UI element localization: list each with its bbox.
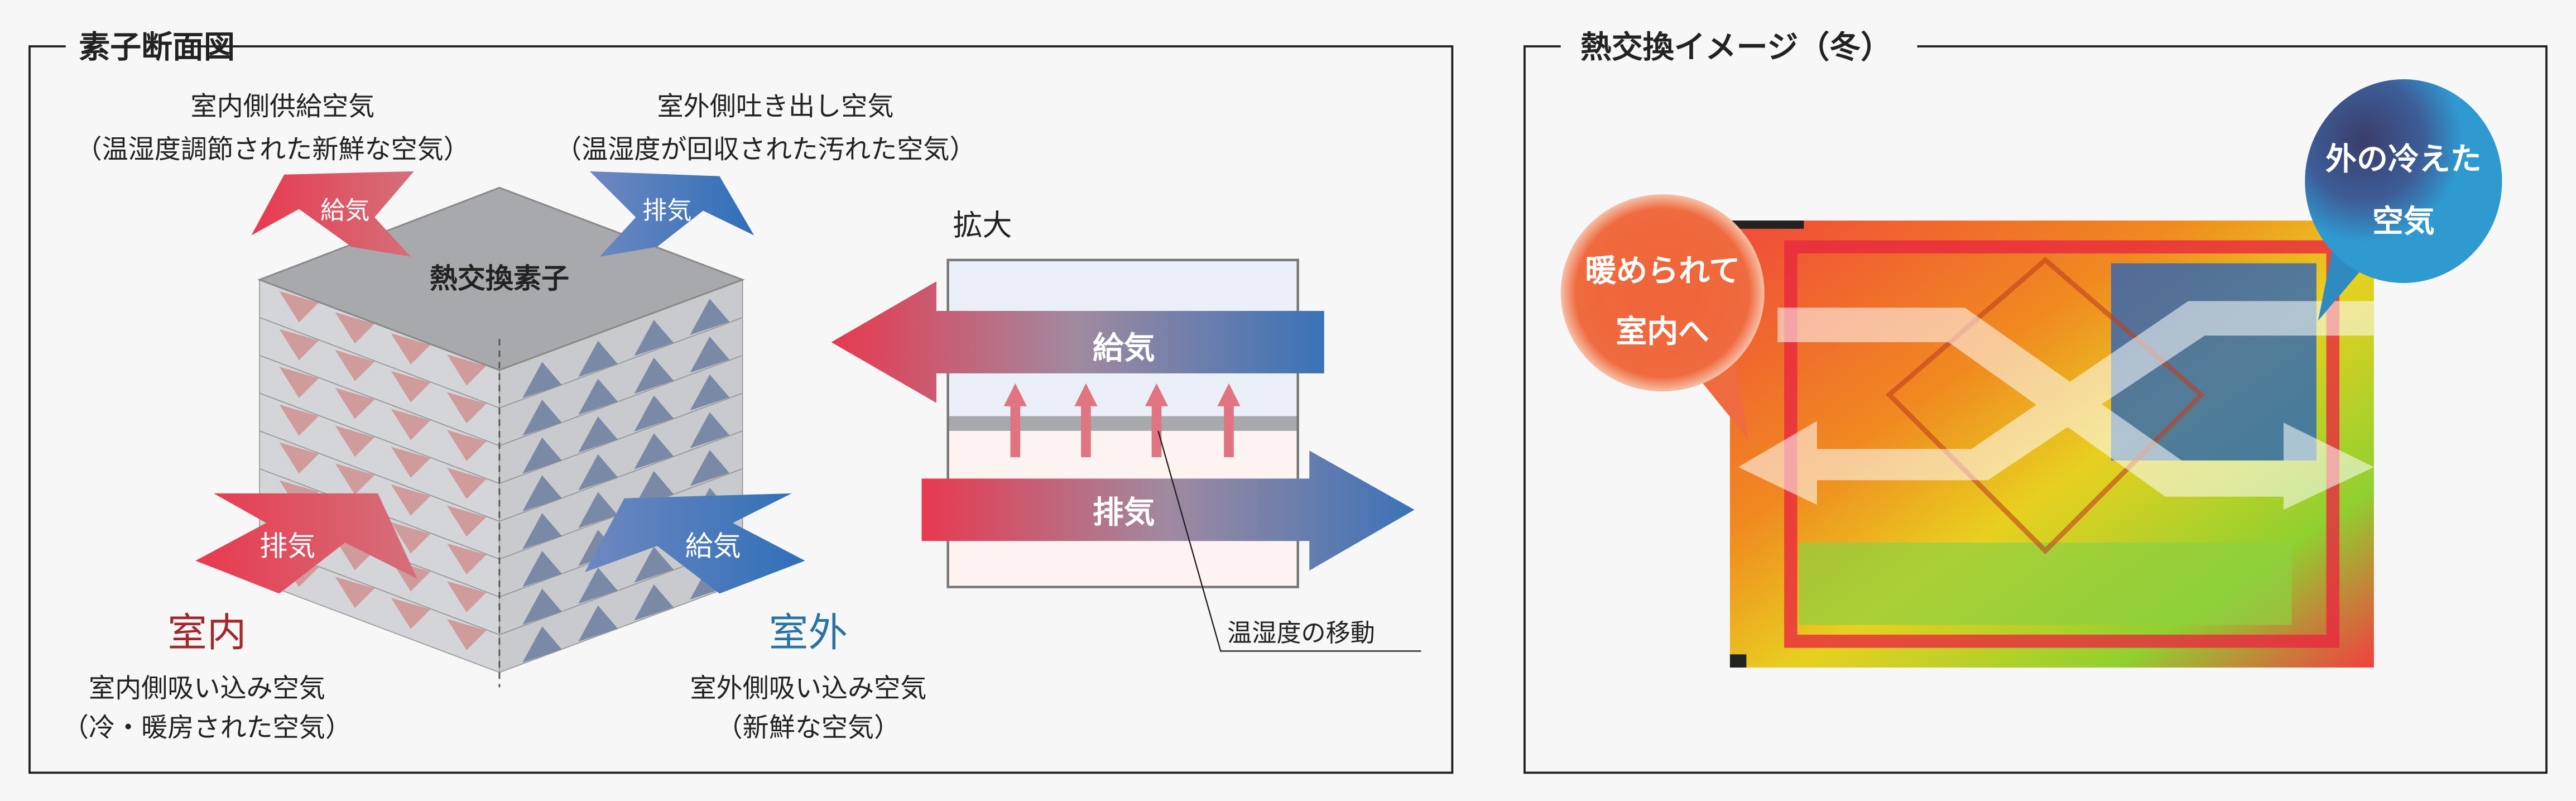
pink-flute [391,522,431,554]
caption-outdoor-exhaust: 室外側吐き出し空気 [657,92,894,122]
blue-flute [634,433,674,469]
blue-flute [522,437,562,474]
pink-flute [446,505,487,537]
caption-indoor-supply-note: （温湿度調節された新鮮な空気） [75,134,469,165]
supply-in-arrow [585,493,805,594]
pink-flute [446,543,487,575]
caption-indoor-intake: 室内側吸い込み空気 [89,673,325,704]
blue-flute [634,584,674,621]
pink-flute [279,367,319,399]
blue-flute [690,450,730,486]
blue-flute [578,492,618,529]
zoom-supply-arrow [831,281,1324,403]
pink-flute [391,333,431,365]
blue-flute [522,626,562,663]
pink-flute [335,350,375,382]
blue-flute [690,336,730,373]
zoom-label: 拡大 [953,209,1012,243]
pink-flute [446,392,487,424]
up-arrow [1145,383,1169,458]
blue-flute [522,588,562,625]
element-top-face [257,186,745,371]
blue-flute [634,319,674,356]
cold-bubble-line1: 外の冷えた [2325,141,2482,178]
up-arrow [1217,383,1241,458]
cold-air-bubble: 外の冷えた 空気 [2305,79,2502,321]
blue-flute [522,475,562,512]
zoom-supply-label: 給気 [1093,330,1155,366]
pink-flute [446,354,487,386]
blue-flute [634,546,674,583]
blue-flute [578,454,618,491]
pink-flute [335,387,375,419]
transfer-label: 温湿度の移動 [1227,619,1375,647]
transfer-arrows [1003,383,1241,458]
pink-flute [391,447,431,478]
leader-line [1157,430,1421,652]
warm-bubble-line1: 暖められて [1585,253,1740,289]
exhaust-out-arrow [589,171,754,257]
up-arrow [1074,383,1098,458]
pink-flute [446,430,487,462]
blue-flute [634,395,674,432]
airflow-arrows [1738,301,2374,510]
panel-frame [1524,45,2548,774]
pink-flute [335,577,375,608]
supply-out-label: 給気 [320,196,369,225]
supply-in-label: 給気 [685,530,741,563]
caption-outdoor-intake-note: （新鮮な空気） [717,713,901,744]
pink-flute [335,463,375,495]
panel-frame [28,45,1454,774]
blue-flute [634,357,674,394]
outdoor-label: 室外 [769,610,848,656]
blue-flute [578,567,618,604]
thermal-image [1729,220,2374,668]
exhaust-out-label: 排気 [642,196,691,225]
pink-flute [446,581,487,612]
pink-flute [391,371,431,402]
exhaust-in-arrow [195,493,417,594]
blue-flute [690,299,730,335]
blue-flute [578,378,618,415]
pink-flute [446,467,487,499]
up-arrow [1003,383,1027,458]
blue-flute [578,416,618,453]
pink-flute [279,404,319,436]
panel-title: 熱交換イメージ（冬） [1580,30,1892,66]
cross-section-panel: 素子断面図 室内側供給空気 （温湿度調節された新鮮な空気） 室外側吐き出し空気 … [28,30,1454,774]
caption-indoor-supply: 室内側供給空気 [191,92,375,122]
caption-outdoor-intake: 室外側吸い込み空気 [690,673,926,704]
blue-flute [522,513,562,549]
pink-flute [279,291,319,323]
thermal-image-panel: 熱交換イメージ（冬） 暖められて 室内へ 外の冷えた 空気 [1524,30,2548,774]
pink-flute [335,312,375,344]
exhaust-in-label: 排気 [259,530,315,563]
supply-out-arrow [251,171,414,257]
blue-flute [578,605,618,642]
blue-flute [690,374,730,411]
zoom-exhaust-arrow [921,450,1415,571]
blue-flute [690,412,730,449]
cold-bubble-line2: 空気 [2372,204,2435,240]
pink-flute [391,484,431,516]
blue-flute [522,550,562,587]
indoor-label: 室内 [167,610,246,656]
blue-flute [522,362,562,399]
pink-flute [446,618,487,650]
element-label: 熱交換素子 [430,262,569,295]
pink-flute [335,425,375,457]
pink-flute [391,409,431,440]
blue-flute [578,340,618,377]
caption-indoor-intake-note: （冷・暖房された空気） [63,713,352,744]
pink-flute [279,442,319,474]
panel-title: 素子断面図 [79,30,235,66]
pink-flute [279,329,319,361]
pink-flute [335,539,375,570]
warm-bubble-line2: 室内へ [1616,314,1709,350]
zoom-exhaust-label: 排気 [1093,495,1155,531]
blue-flute [522,400,562,436]
warm-air-bubble: 暖められて 室内へ [1560,194,1765,439]
pink-flute [391,598,431,629]
caption-outdoor-exhaust-note: （温湿度が回収された汚れた空気） [555,134,976,165]
